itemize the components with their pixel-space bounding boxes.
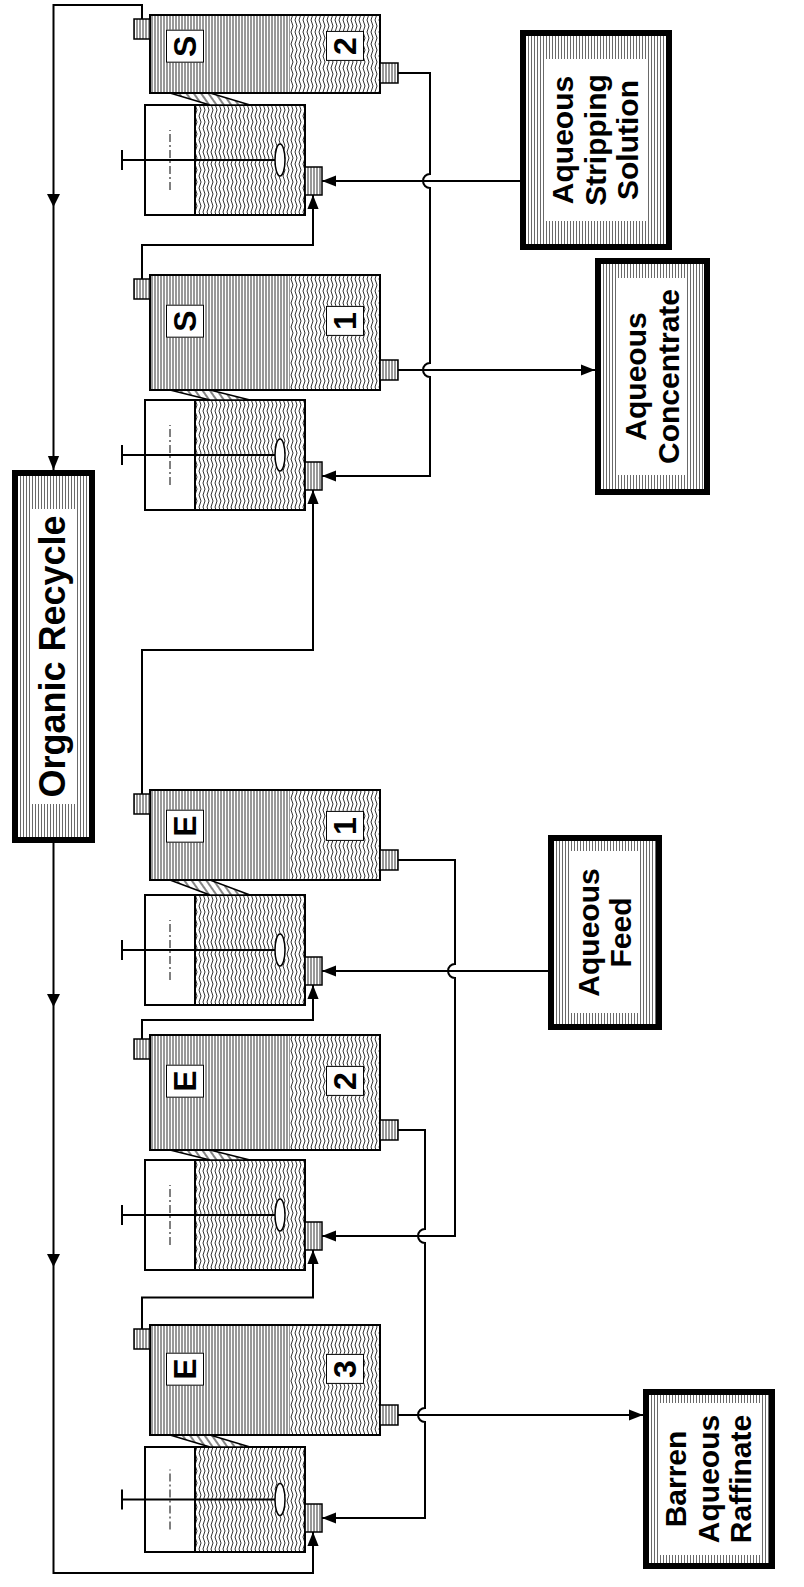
box-label: Organic Recycle: [32, 509, 75, 803]
stage-letter: S: [166, 304, 204, 337]
box-label: Aqueous Concentrate: [618, 278, 687, 475]
flow-line: [322, 180, 520, 182]
box-label: Barren Aqueous Raffinate: [658, 1403, 759, 1555]
stream-box: Aqueous Concentrate: [595, 258, 710, 495]
stage-letter: S: [166, 30, 204, 63]
flow-line: [54, 5, 143, 470]
stage-letter: E: [166, 809, 204, 842]
stream-box: Organic Recycle: [12, 470, 95, 843]
stage-number: 1: [326, 811, 364, 841]
flow-line: [398, 369, 595, 371]
stage-number: 2: [326, 1066, 364, 1096]
flow-line: [322, 970, 548, 972]
stage-number: 2: [326, 31, 364, 61]
box-label: Aqueous Feed: [571, 852, 640, 1014]
stage-number: 3: [326, 1354, 364, 1384]
mixer-settler-unit: S2: [130, 15, 410, 215]
stage-letter: E: [166, 1352, 204, 1385]
stream-box: Aqueous Stripping Solution: [520, 30, 672, 250]
mixer-settler-unit: E2: [130, 1035, 410, 1270]
mixer-settler-unit: S1: [130, 275, 410, 510]
stream-box: Aqueous Feed: [548, 835, 662, 1030]
stage-letter: E: [166, 1064, 204, 1097]
flow-line: [54, 843, 314, 1573]
box-label: Aqueous Stripping Solution: [545, 59, 646, 221]
flow-line: [142, 490, 313, 794]
stream-box: Barren Aqueous Raffinate: [643, 1389, 775, 1569]
mixer-settler-unit: E3: [130, 1325, 410, 1552]
flow-line: [398, 1414, 643, 1416]
mixer-settler-unit: E1: [130, 790, 410, 1005]
stage-number: 1: [326, 306, 364, 336]
